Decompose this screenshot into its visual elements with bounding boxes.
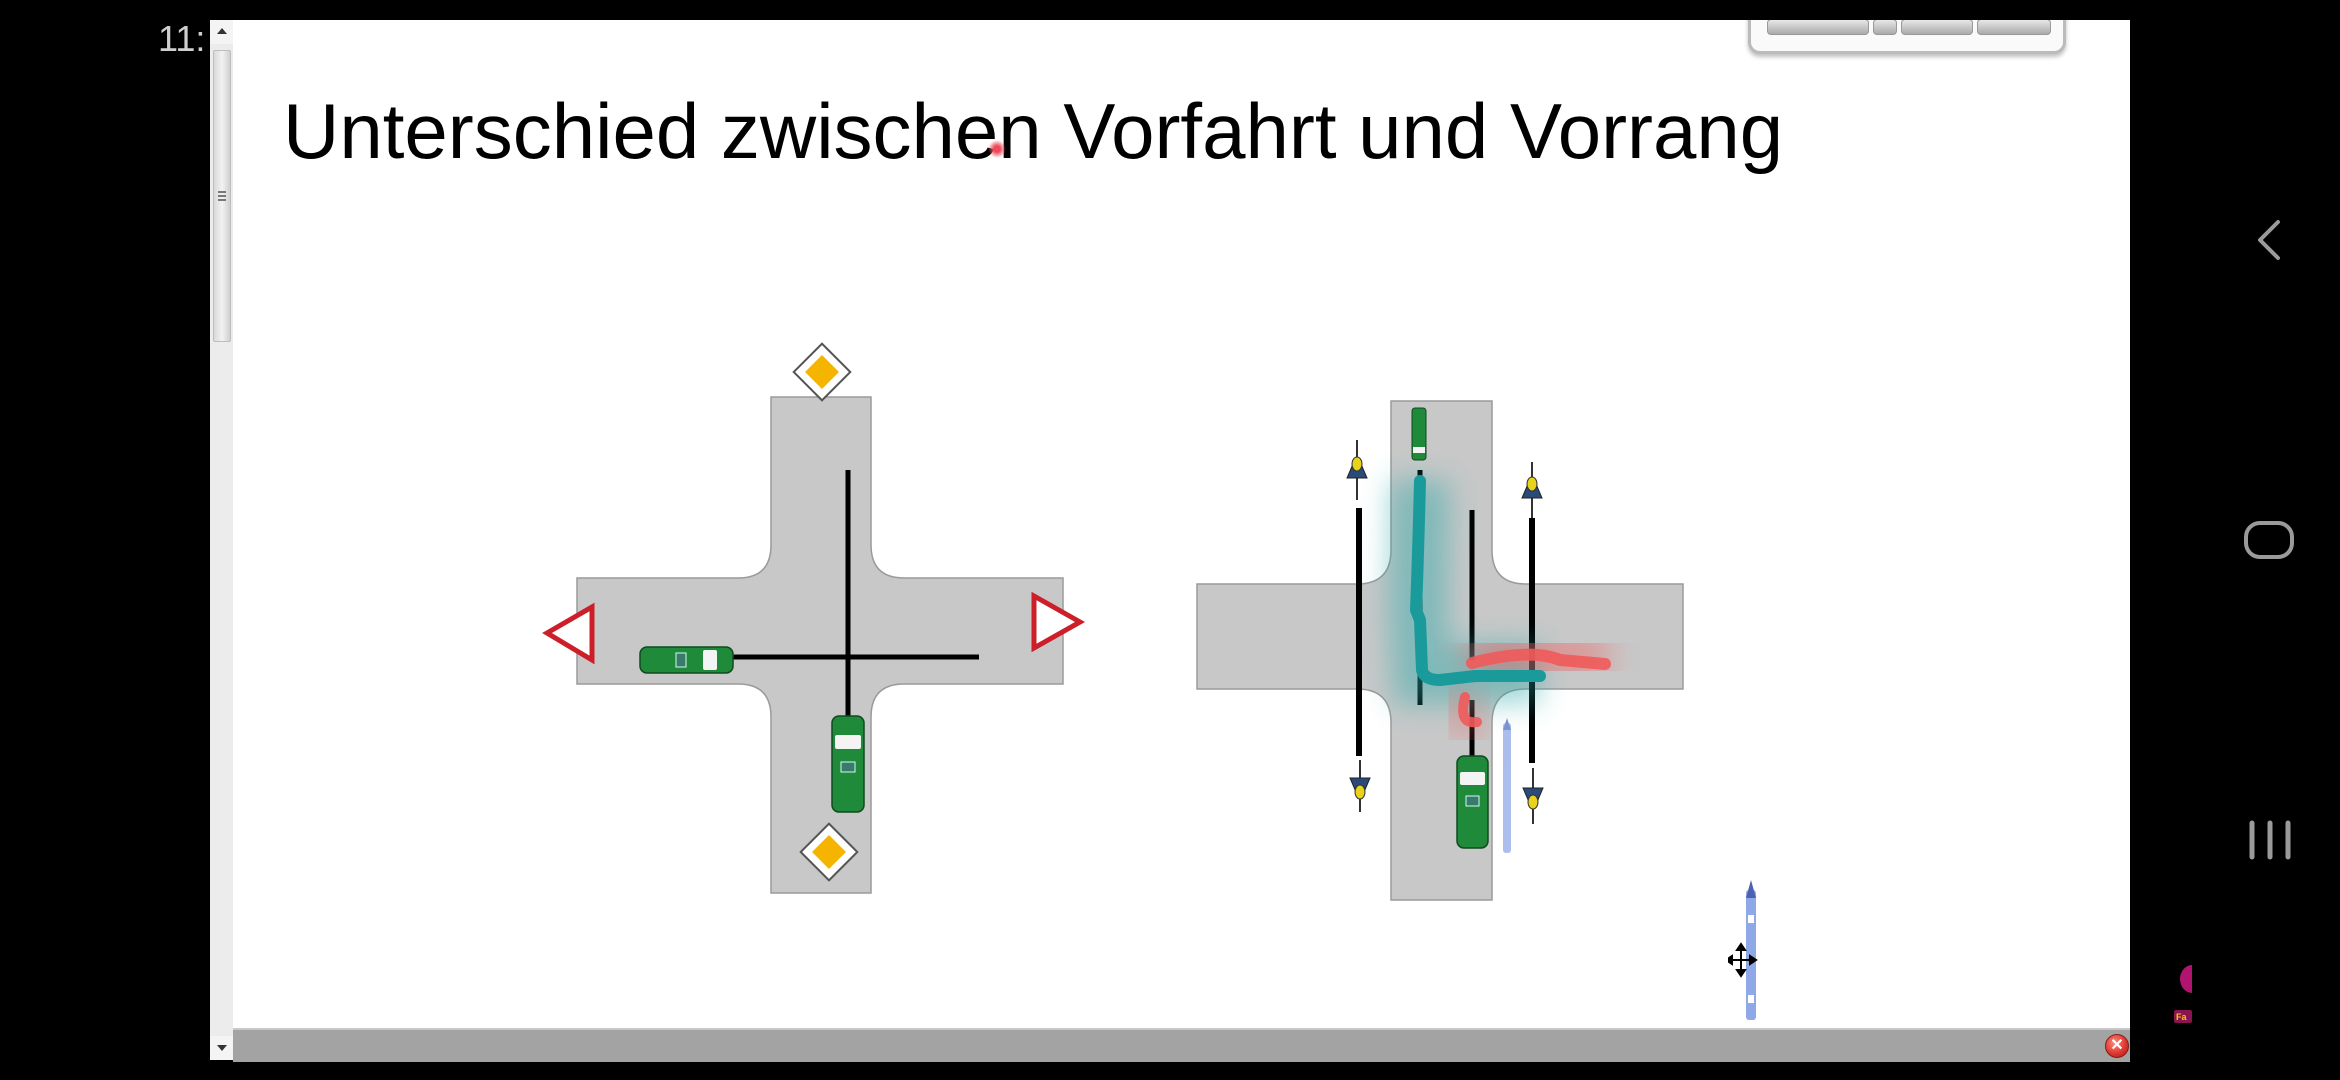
priority-road-sign-top: [792, 342, 852, 402]
diagram-vorrang: [1196, 400, 1684, 901]
green-car-north: [1411, 407, 1427, 461]
bottom-status-bar: ✕: [233, 1028, 2130, 1062]
green-car-south: [831, 715, 865, 813]
pen-stroke-teal: [1410, 475, 1546, 686]
cyclist-icon: [1522, 768, 1544, 824]
laser-pointer-dot: [988, 140, 1006, 158]
priority-road-sign-bottom: [799, 822, 859, 882]
toolbar-button[interactable]: [1873, 20, 1897, 35]
toolbar-button[interactable]: [1767, 20, 1869, 35]
slide-title: Unterschied zwischen Vorfahrt und Vorran…: [283, 87, 1784, 175]
svg-text:Fa: Fa: [2176, 1012, 2187, 1022]
close-button[interactable]: ✕: [2105, 1034, 2129, 1058]
highlighter-stroke-red: [1466, 648, 1611, 670]
move-cursor-icon: [1728, 942, 1758, 978]
toolbar-button[interactable]: [1901, 20, 1973, 35]
back-icon[interactable]: [2240, 210, 2300, 270]
presentation-toolbar[interactable]: [1748, 20, 2066, 54]
cyclist-icon: [1346, 440, 1368, 500]
scroll-down-arrow-icon[interactable]: [210, 1036, 233, 1060]
vertical-scrollbar[interactable]: [210, 20, 234, 1060]
pen-tool-ghost: [1503, 718, 1511, 853]
recents-icon[interactable]: [2240, 815, 2300, 875]
green-car-west: [639, 646, 734, 674]
green-car-south: [1456, 755, 1489, 849]
grip-icon: [218, 191, 226, 203]
scroll-thumb[interactable]: [213, 50, 231, 342]
cyclist-icon: [1521, 462, 1543, 518]
cyclist-icon: [1349, 760, 1371, 812]
diagram-vorfahrt: [542, 342, 1086, 894]
toolbar-button[interactable]: [1977, 20, 2051, 35]
scroll-up-arrow-icon[interactable]: [210, 20, 233, 44]
yield-sign-right: [1031, 591, 1086, 653]
floating-app-icon[interactable]: Fa: [2172, 955, 2192, 1025]
status-clock: 11:: [158, 18, 206, 59]
floating-pen-tool[interactable]: [1728, 870, 1798, 1028]
home-icon[interactable]: [2240, 510, 2300, 570]
yield-sign-left: [542, 602, 595, 665]
presentation-slide: Unterschied zwischen Vorfahrt und Vorran…: [233, 20, 2130, 1028]
